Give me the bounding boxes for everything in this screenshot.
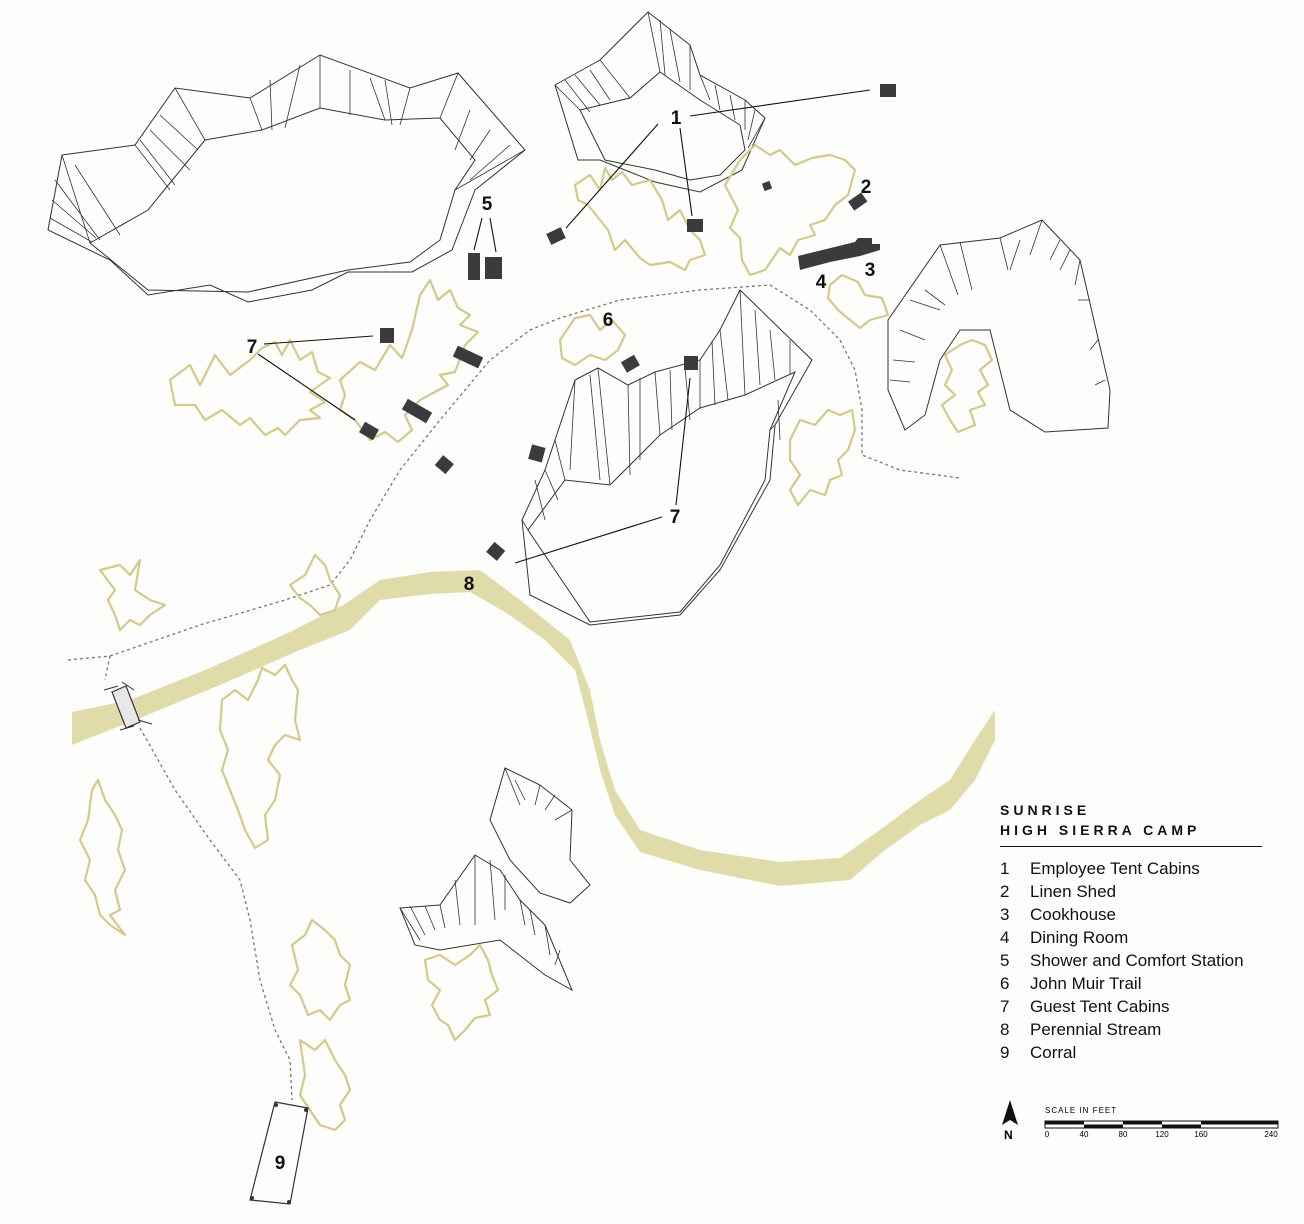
corral-trail — [139, 727, 293, 1101]
map-label-8: 8 — [464, 574, 475, 595]
rock-outcrop-north — [554, 11, 766, 193]
legend-item-label: John Muir Trail — [1030, 974, 1142, 993]
footbridge — [103, 681, 153, 731]
legend-divider — [1000, 846, 1262, 847]
legend-item: 1 Employee Tent Cabins — [1000, 857, 1262, 880]
legend-item: 8 Perennial Stream — [1000, 1018, 1262, 1041]
map-label-9: 9 — [275, 1153, 286, 1174]
map-label-7-center: 7 — [670, 507, 681, 528]
legend-item: 4 Dining Room — [1000, 926, 1262, 949]
john-muir-trail — [67, 284, 961, 681]
rock-outcrop-south — [399, 767, 591, 992]
legend-title-line1: SUNRISE — [1000, 802, 1091, 818]
legend-item: 7 Guest Tent Cabins — [1000, 995, 1262, 1018]
map-label-1: 1 — [671, 108, 682, 129]
legend-item-label: Perennial Stream — [1030, 1020, 1162, 1039]
legend-item-label: Cookhouse — [1030, 905, 1117, 924]
legend-item: 6 John Muir Trail — [1000, 972, 1262, 995]
vegetation — [78, 143, 994, 1132]
legend-item-number: 3 — [1000, 905, 1010, 924]
scale-tick: 0 — [1044, 1130, 1050, 1139]
legend-title-line2: HIGH SIERRA CAMP — [1000, 822, 1201, 838]
perennial-stream — [72, 570, 995, 886]
legend-item-label: Employee Tent Cabins — [1030, 859, 1200, 878]
scale-tick: 120 — [1155, 1130, 1169, 1139]
scale-tick: 160 — [1194, 1130, 1208, 1139]
legend-item-number: 6 — [1000, 974, 1010, 993]
leader-lines — [257, 89, 871, 564]
legend-item-label: Dining Room — [1030, 928, 1129, 947]
legend-item: 2 Linen Shed — [1000, 880, 1262, 903]
scale: SCALE IN FEET 0 40 80 120 160 240 — [1000, 1098, 1290, 1148]
legend-item-number: 7 — [1000, 997, 1010, 1016]
map-label-5: 5 — [482, 194, 493, 215]
legend-item-number: 9 — [1000, 1043, 1010, 1062]
rock-outcrop-east — [887, 219, 1111, 433]
legend-item-label: Guest Tent Cabins — [1030, 997, 1170, 1016]
legend-item: 5 Shower and Comfort Station — [1000, 949, 1262, 972]
legend-item-label: Shower and Comfort Station — [1030, 951, 1244, 970]
buildings — [359, 84, 896, 561]
legend: SUNRISE HIGH SIERRA CAMP 1 Employee Tent … — [1000, 800, 1262, 1064]
legend-item: 3 Cookhouse — [1000, 903, 1262, 926]
corral — [249, 1101, 309, 1205]
scale-tick: 240 — [1264, 1130, 1278, 1139]
legend-item-number: 1 — [1000, 859, 1010, 878]
legend-item-label: Corral — [1030, 1043, 1077, 1062]
map-label-4: 4 — [816, 272, 827, 293]
legend-item-number: 8 — [1000, 1020, 1010, 1039]
legend-item: 9 Corral — [1000, 1041, 1262, 1064]
map-label-3: 3 — [865, 260, 876, 281]
legend-item-number: 2 — [1000, 882, 1010, 901]
rock-outcrop-northwest — [47, 54, 526, 303]
scale-tick: 40 — [1079, 1130, 1089, 1139]
rock-outcrop-center — [521, 289, 813, 626]
map-label-2: 2 — [861, 177, 872, 198]
map-label-7-west: 7 — [247, 337, 258, 358]
scale-bar — [1044, 1120, 1279, 1129]
north-label: N — [1004, 1128, 1013, 1142]
scale-label: SCALE IN FEET — [1045, 1106, 1118, 1115]
north-arrow-icon — [1002, 1100, 1018, 1125]
legend-item-number: 4 — [1000, 928, 1010, 947]
legend-item-number: 5 — [1000, 951, 1010, 970]
map-label-6: 6 — [603, 310, 614, 331]
scale-tick: 80 — [1118, 1130, 1128, 1139]
legend-item-label: Linen Shed — [1030, 882, 1117, 901]
